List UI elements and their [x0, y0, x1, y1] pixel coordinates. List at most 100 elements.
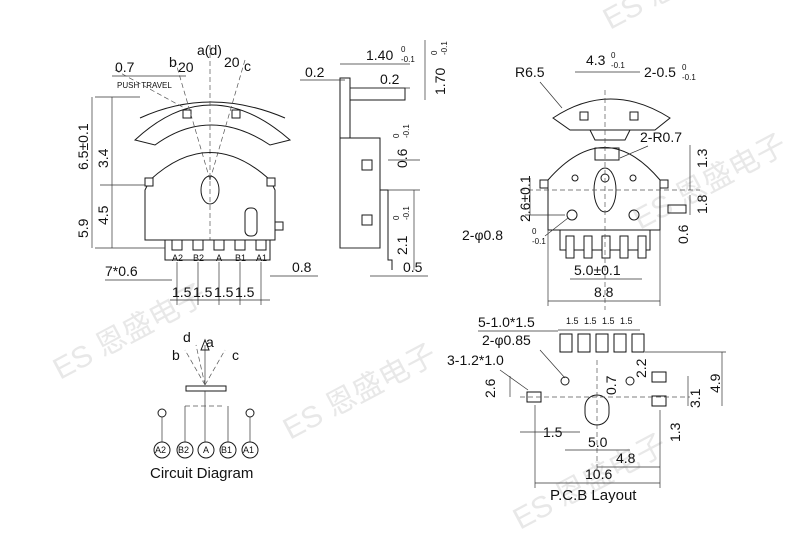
push-travel-label: PUSH TRAVEL [117, 81, 172, 90]
dim-2-6: 2.6 [482, 378, 498, 398]
travel-line-left [174, 59, 211, 181]
terminal-label: A2 [155, 445, 166, 455]
pin [565, 235, 575, 259]
pitch-label: 1.5 [602, 316, 615, 326]
terminal-circle [219, 441, 237, 459]
tol-upper: 0 [611, 51, 616, 60]
dim-0-6: 0.6 [675, 224, 691, 244]
travel-line-right [209, 59, 246, 181]
actuator-lever [133, 104, 292, 146]
pitch-label: 1.5 [172, 284, 192, 300]
pcb-pad [595, 333, 609, 353]
tol-upper: 0 [392, 133, 401, 138]
dim-4-9: 4.9 [707, 373, 723, 393]
pin-label: B2 [193, 253, 204, 263]
terminal-label: B1 [221, 445, 232, 455]
actuator-arc [139, 101, 286, 119]
pitch-label: 1.5 [214, 284, 234, 300]
tol-upper: 0 [430, 50, 439, 55]
side-clip [244, 207, 258, 237]
watermark-text: ES 恩盛电子 [278, 338, 442, 446]
terminal-label: A1 [243, 445, 254, 455]
pin [213, 239, 225, 251]
label-ad: a(d) [197, 42, 222, 58]
tol-lower: -0.1 [532, 237, 546, 246]
terminal-label: A [203, 445, 209, 455]
tol-lower: -0.1 [402, 124, 411, 138]
pad-row [559, 333, 645, 353]
pitch-label: 1.5 [584, 316, 597, 326]
label-b: b [172, 347, 180, 363]
tol-lower: -0.1 [402, 206, 411, 220]
pin [171, 239, 183, 251]
label-c: c [232, 347, 239, 363]
leader [619, 145, 649, 159]
dim-5-0: 5.0±0.1 [574, 262, 621, 278]
dim-6-5: 6.5±0.1 [75, 123, 91, 170]
dim-5-0: 5.0 [588, 434, 608, 450]
side-lever-top [349, 87, 406, 101]
label-a: a [206, 334, 214, 350]
shaft-slot [200, 175, 220, 205]
back-tab [539, 179, 549, 189]
actuator-slot [231, 109, 241, 119]
dim-0-2a: 0.2 [305, 64, 325, 80]
switch-arm-c [204, 349, 226, 386]
dim-4-8: 4.8 [616, 450, 636, 466]
pin [601, 235, 611, 259]
side-lever [339, 77, 351, 139]
pin-row [171, 239, 267, 251]
terminal-circle [197, 441, 215, 459]
pin [234, 239, 246, 251]
terminal-circle [241, 441, 259, 459]
back-view: R6.5 4.3 0 -0.1 2-0.5 0 -0.1 2-R0.7 1.3 … [462, 51, 710, 310]
dim-2-r0-7: 2-R0.7 [640, 129, 682, 145]
pcb-pad [631, 333, 645, 353]
tol-lower: -0.1 [682, 73, 696, 82]
leader [544, 217, 569, 237]
dim-0-6: 0.6 [394, 148, 410, 168]
back-neck [589, 129, 631, 141]
dim-5-9: 5.9 [75, 218, 91, 238]
dim-3-4: 3.4 [95, 148, 111, 168]
terminal-circle [176, 441, 194, 459]
back-slot [579, 111, 589, 121]
pitch-label: 1.5 [566, 316, 579, 326]
side-tab [361, 214, 373, 226]
dim-1-40: 1.40 [366, 47, 393, 63]
dim-1-8: 1.8 [694, 194, 710, 214]
terminal-circle [153, 441, 171, 459]
terminal-label: B2 [178, 445, 189, 455]
back-slot [629, 111, 639, 121]
pcb-layout: 1.5 1.5 1.5 1.5 5-1.0*1.5 2-φ0.85 3-1.2*… [447, 314, 726, 504]
dim-2-phi-0-85: 2-φ0.85 [482, 332, 531, 348]
pin-label: B1 [235, 253, 246, 263]
pitch-label: 1.5 [193, 284, 213, 300]
switch-arm-d [195, 344, 206, 386]
back-window [594, 147, 620, 161]
back-lever [552, 98, 671, 131]
tol-lower: -0.1 [440, 41, 449, 55]
dim-1-3: 1.3 [694, 148, 710, 168]
circuit-caption: Circuit Diagram [150, 465, 253, 482]
pcb-pad [577, 333, 591, 353]
front-view: A2 B2 A B1 A1 0.7 PUSH TRAVEL b 20 a(d) … [75, 42, 318, 305]
circuit-diagram: d a b c A2 B2 A B1 A1 Circuit Diagram [150, 329, 259, 482]
dim-0-5: 0.5 [403, 259, 423, 275]
pcb-caption: P.C.B Layout [550, 487, 637, 504]
pcb-mount-pad [651, 371, 667, 383]
actuator-slot [182, 109, 192, 119]
leader [539, 349, 566, 379]
tol-upper: 0 [532, 227, 537, 236]
pin [192, 239, 204, 251]
side-body [339, 137, 381, 249]
angle-right: 20 [224, 54, 240, 70]
terminal-node [245, 408, 255, 418]
tol-lower: -0.1 [401, 55, 415, 64]
tol-upper: 0 [392, 215, 401, 220]
back-side-lead [667, 204, 687, 214]
pcb-pad [613, 333, 627, 353]
dim-1-70: 1.70 [432, 68, 448, 95]
dim-2-2: 2.2 [633, 358, 649, 378]
